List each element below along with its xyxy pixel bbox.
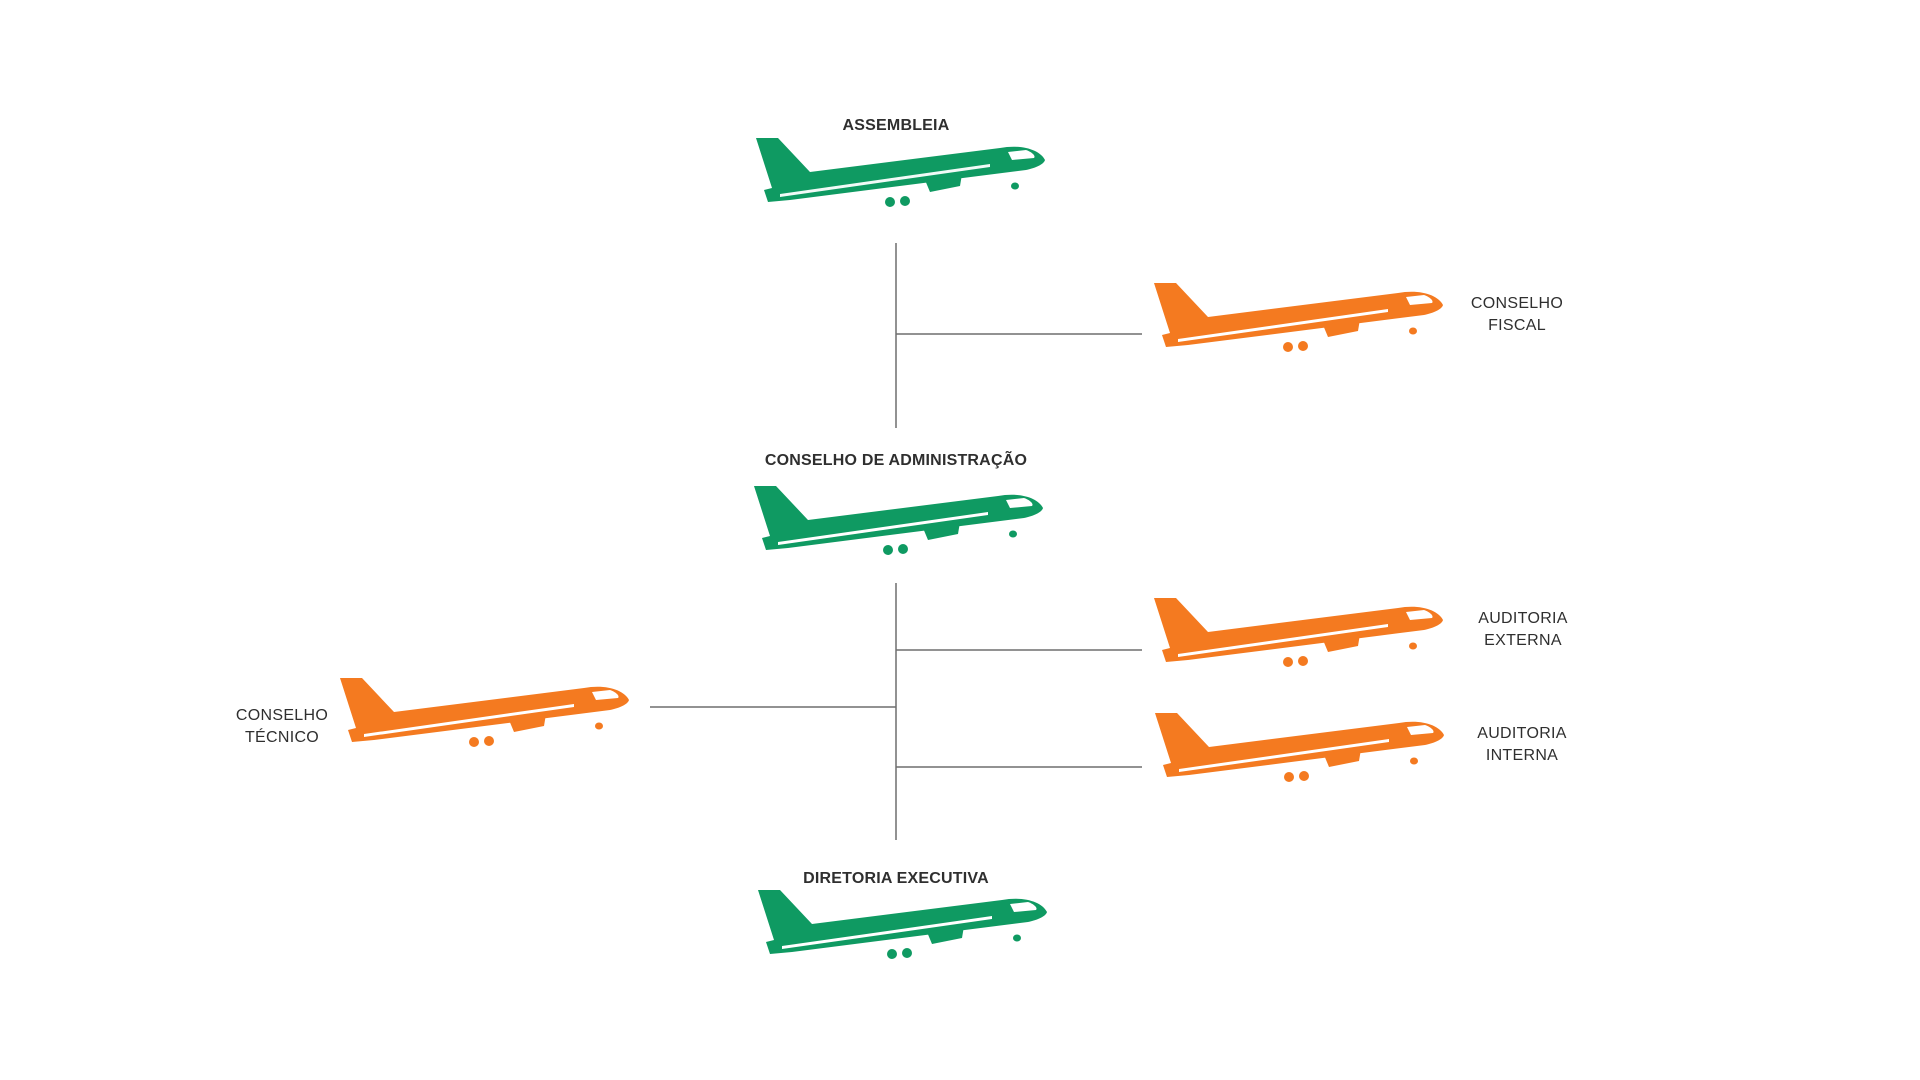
label-diretoria-executiva: DIRETORIA EXECUTIVA xyxy=(803,870,989,887)
airplane-icon xyxy=(750,130,1050,220)
label-auditoria-interna-line2: INTERNA xyxy=(1485,747,1559,764)
label-auditoria-externa-line2: EXTERNA xyxy=(1484,632,1562,649)
airplane-icon-conselho-administracao xyxy=(754,486,1043,555)
label-conselho-tecnico-line1: CONSELHO xyxy=(235,707,329,724)
airplane-icon-diretoria-executiva xyxy=(758,890,1047,959)
airplane-icon xyxy=(1148,590,1448,680)
airplane-icon xyxy=(752,882,1052,972)
label-conselho-fiscal-line1: CONSELHO xyxy=(1470,295,1564,312)
airplane-icon-auditoria-interna xyxy=(1155,713,1444,782)
airplane-icon xyxy=(1148,275,1448,365)
label-auditoria-externa-line1: AUDITORIA xyxy=(1478,610,1568,627)
label-auditoria-interna-line1: AUDITORIA xyxy=(1477,725,1567,742)
airplane-icon xyxy=(334,670,634,760)
label-auditoria-externa: AUDITORIA EXTERNA xyxy=(1478,608,1568,652)
airplane-icon-assembleia xyxy=(756,138,1045,207)
label-conselho-tecnico: CONSELHO TÉCNICO xyxy=(236,705,328,749)
label-assembleia: ASSEMBLEIA xyxy=(842,117,950,134)
label-conselho-tecnico-line2: TÉCNICO xyxy=(244,729,320,746)
label-conselho-fiscal-line2: FISCAL xyxy=(1488,317,1546,334)
airplane-icon-conselho-tecnico xyxy=(340,678,629,747)
airplane-icon xyxy=(748,478,1048,568)
label-auditoria-interna: AUDITORIA INTERNA xyxy=(1477,723,1567,767)
airplane-icon xyxy=(1149,705,1449,795)
label-conselho-fiscal: CONSELHO FISCAL xyxy=(1471,293,1563,337)
label-conselho-administracao: CONSELHO DE ADMINISTRAÇÃO xyxy=(764,452,1028,469)
airplane-icon-auditoria-externa xyxy=(1154,598,1443,667)
airplane-icon-conselho-fiscal xyxy=(1154,283,1443,352)
